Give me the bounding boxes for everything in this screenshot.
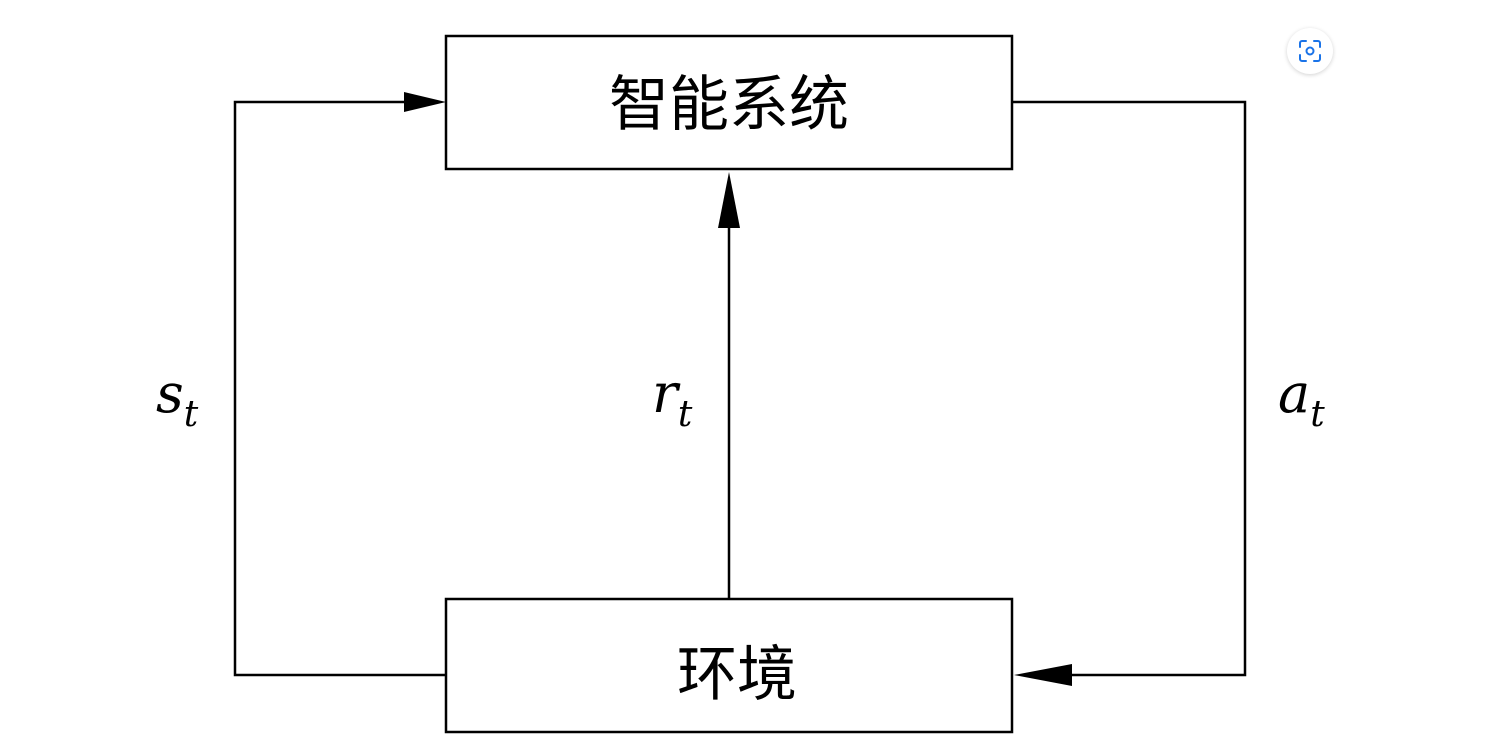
action-arrowhead <box>1014 664 1072 686</box>
agent-box <box>444 34 1014 171</box>
image-search-button[interactable] <box>1287 28 1333 74</box>
agent-label: 智能系统 <box>609 70 849 140</box>
reward-arrowhead <box>718 172 740 228</box>
reward-label: rt <box>652 362 693 435</box>
action-label: at <box>1278 362 1325 435</box>
state-edge <box>233 100 446 677</box>
environment-box <box>444 597 1014 734</box>
environment-label: 环境 <box>677 640 797 710</box>
state-label: st <box>156 362 199 435</box>
state-arrowhead <box>404 92 446 112</box>
image-search-icon <box>1299 40 1321 62</box>
action-edge <box>1012 100 1247 677</box>
